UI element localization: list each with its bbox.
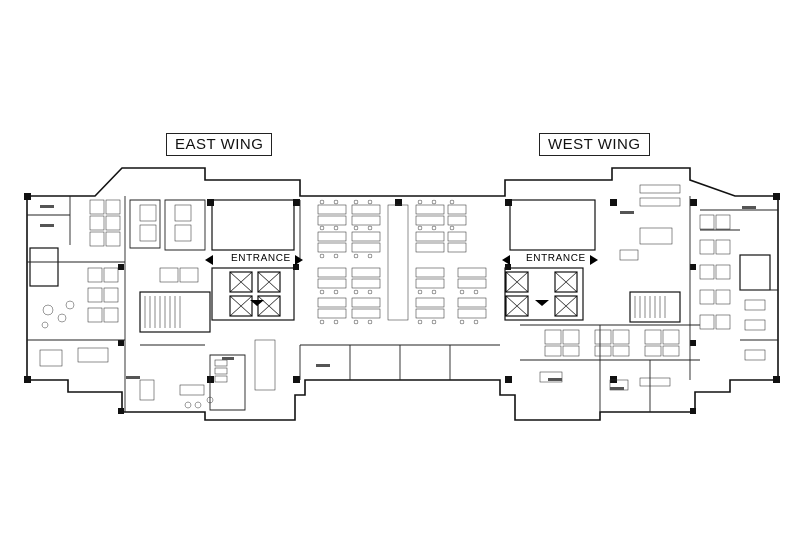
east-entrance-label: ENTRANCE xyxy=(229,253,293,264)
structural-columns xyxy=(24,193,780,414)
open-workstations xyxy=(317,204,487,321)
east-core xyxy=(139,199,295,333)
east-cubicles xyxy=(39,199,276,401)
chairs xyxy=(319,199,479,325)
east-wing-label: EAST WING xyxy=(166,133,273,156)
interior-partitions xyxy=(27,196,778,412)
west-entrance-label: ENTRANCE xyxy=(524,253,588,264)
west-cubicles xyxy=(539,184,766,391)
lounge-furniture xyxy=(41,300,214,409)
west-wing-label: WEST WING xyxy=(539,133,650,156)
west-core xyxy=(29,199,771,323)
exterior-walls xyxy=(26,167,779,421)
room-annotations xyxy=(40,205,756,390)
